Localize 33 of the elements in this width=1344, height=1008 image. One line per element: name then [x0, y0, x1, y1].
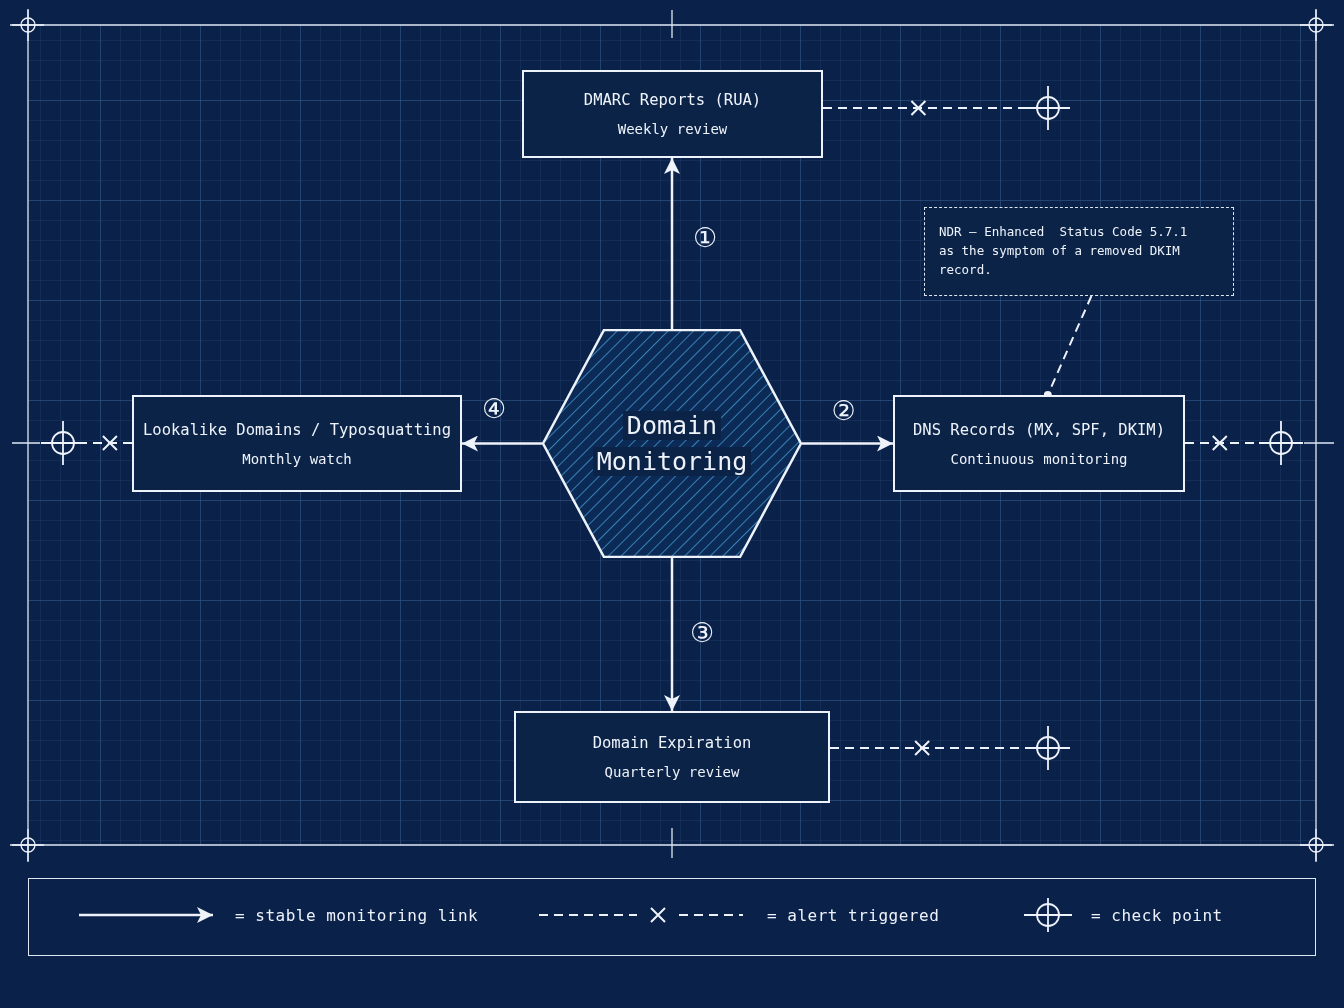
process-box — [514, 711, 830, 803]
alert-line — [84, 442, 133, 444]
step-number: ③ — [689, 617, 715, 648]
node-subtitle: Weekly review — [617, 121, 728, 137]
node-subtitle: Quarterly review — [604, 764, 740, 780]
checkpoint-crosshair-icon — [1026, 86, 1070, 130]
process-box — [132, 395, 462, 492]
legend-label: = check point — [1091, 906, 1223, 925]
annotation-note — [924, 207, 1234, 296]
legend-label: = alert triggered — [767, 906, 940, 925]
node-title: DNS Records (MX, SPF, DKIM) — [913, 420, 1165, 439]
legend-label: = stable monitoring link — [235, 906, 479, 925]
arrow — [664, 558, 680, 711]
arrow — [462, 435, 542, 452]
step-number: ④ — [481, 393, 507, 424]
node-subtitle: Monthly watch — [242, 450, 352, 467]
alert-line — [829, 747, 1027, 749]
checkpoint-crosshair-icon — [1026, 726, 1070, 770]
checkpoint-crosshair-icon — [41, 421, 85, 465]
arrow — [664, 158, 680, 329]
arrow — [802, 435, 893, 452]
checkpoint-crosshair-icon — [1259, 421, 1303, 465]
hexagon-node — [542, 329, 802, 558]
note-text: NDR — Enhanced Status Code 5.7.1 as the symptom of a removed DKIM record. — [939, 223, 1189, 279]
process-box — [522, 70, 823, 158]
step-number: ② — [831, 395, 856, 426]
node-title: Domain Expiration — [592, 734, 752, 752]
node-title: DMARC Reports (RUA) — [583, 91, 762, 109]
alert-line — [822, 107, 1027, 109]
node-title: Lookalike Domains / Typosquatting — [143, 420, 451, 439]
step-number: ① — [692, 222, 718, 253]
node-subtitle: Continuous monitoring — [950, 450, 1128, 467]
process-box — [893, 395, 1185, 492]
